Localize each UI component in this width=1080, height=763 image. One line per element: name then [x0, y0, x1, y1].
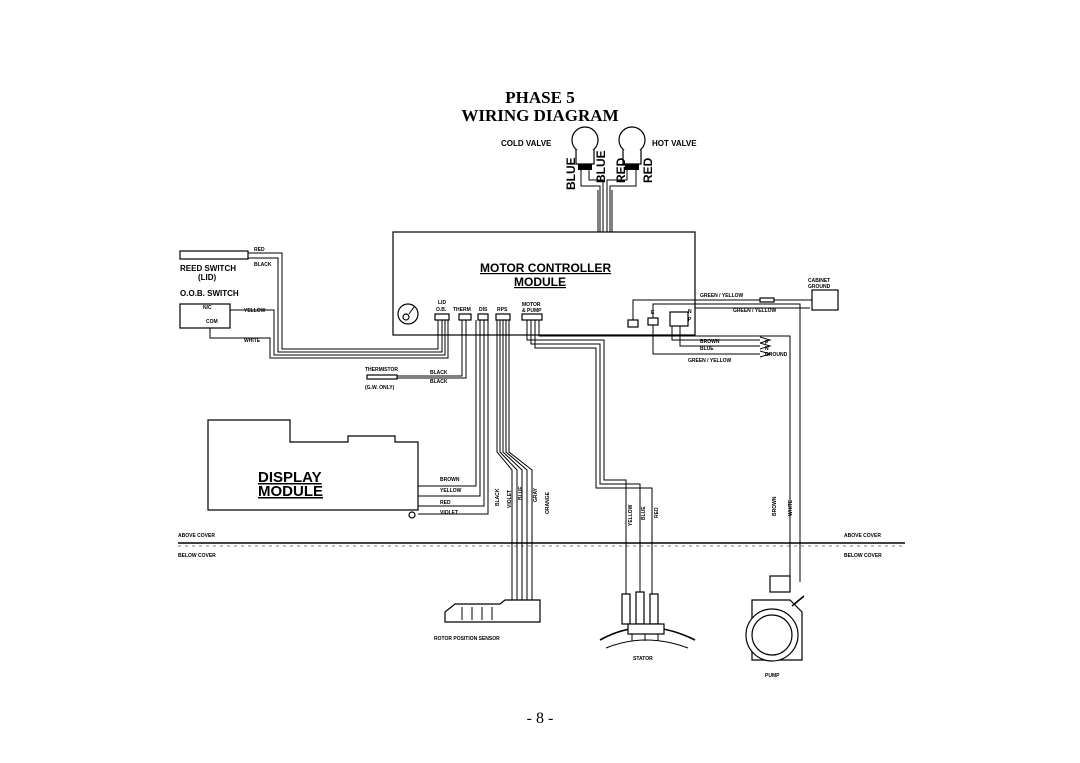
pump-label: PUMP [765, 673, 780, 679]
display-yellow-label: YELLOW [440, 488, 462, 494]
oob-switch-label: O.O.B. SWITCH [180, 289, 239, 298]
display-brown-label: BROWN [440, 477, 460, 483]
gy-label-1: GREEN / YELLOW [700, 293, 744, 299]
thermistor-black-label-2: BLACK [430, 379, 448, 385]
reed-black-label: BLACK [254, 262, 272, 268]
plug-ground-label: GROUND [765, 352, 788, 358]
oob-switch [179, 303, 231, 329]
mcm-logo-icon [397, 303, 419, 325]
terminal-p-label: P [688, 317, 692, 323]
connector-dis-label: DIS [479, 307, 488, 313]
oob-com-label: COM [206, 319, 218, 325]
reed-red-label: RED [254, 247, 265, 253]
hot-valve-label: HOT VALVE [652, 139, 697, 148]
thermistor-black-label-1: BLACK [430, 370, 448, 376]
stator-wire-yellow: YELLOW [628, 504, 634, 526]
plug-n-label: N [765, 346, 769, 352]
stator-label: STATOR [633, 656, 653, 662]
pump-wire-white: WHITE [788, 499, 794, 516]
valve-wires [580, 170, 637, 232]
rps-wire-violet: VIOLET [507, 490, 513, 508]
power-wires [632, 297, 812, 582]
pump-wire-brown: BROWN [772, 496, 778, 516]
rps-wire-orange: ORANGE [545, 491, 551, 514]
diagram-title-line2: WIRING DIAGRAM [461, 106, 619, 125]
oob-switch-wires [209, 309, 449, 359]
display-wires [418, 320, 489, 515]
thermistor-wires [397, 320, 467, 379]
gy-label-3: GREEN / YELLOW [688, 358, 732, 364]
cabinet-label: CABINET [808, 278, 830, 284]
cover-line [178, 542, 905, 547]
display-red-label: RED [440, 500, 451, 506]
stator-wire-red: RED [654, 507, 660, 518]
below-cover-left: BELOW COVER [178, 553, 216, 559]
display-module-label-line1: DISPLAY [258, 469, 322, 486]
pump [745, 575, 805, 662]
connector-motor-label: MOTOR [522, 302, 541, 308]
rotor-position-sensor [444, 599, 541, 623]
stator [599, 591, 696, 649]
oob-nc-label: N/C [203, 305, 212, 311]
mcm-label-line2: MODULE [514, 275, 566, 289]
mcm-connectors [434, 311, 689, 328]
connector-rps-label: RPS [497, 307, 508, 313]
thermistor [366, 374, 398, 380]
power-brown-label: BROWN [700, 339, 720, 345]
gy-label-2: GREEN / YELLOW [733, 308, 777, 314]
stator-wire-blue: BLUE [641, 506, 647, 520]
cold-valve [571, 126, 599, 170]
display-violet-label: VIOLET [440, 510, 458, 516]
connector-ob-label: O.B. [436, 307, 447, 313]
above-cover-right: ABOVE COVER [844, 533, 881, 539]
thermistor-gw-label: (G.W. ONLY) [365, 385, 395, 391]
thermistor-label: THERMISTOR [365, 367, 398, 373]
power-blue-label: BLUE [700, 346, 714, 352]
terminal-n-label: N [688, 309, 692, 315]
oob-yellow-label: YELLOW [244, 308, 266, 314]
cabinet-ground-terminal [811, 289, 839, 311]
diagram-title-line1: PHASE 5 [505, 88, 575, 107]
reed-switch-label: REED SWITCH [180, 264, 236, 273]
rps-wire-blue: BLUE [518, 486, 524, 500]
motor-wires [526, 320, 791, 620]
above-cover-left: ABOVE COVER [178, 533, 215, 539]
rps-wire-black: BLACK [495, 488, 501, 506]
plug-p-label: P [765, 340, 769, 346]
display-module-label-line2: MODULE [258, 483, 323, 500]
below-cover-right: BELOW COVER [844, 553, 882, 559]
valve-wire-blue-2: BLUE [594, 150, 608, 183]
motor-controller-module [392, 231, 696, 336]
hot-valve [618, 126, 646, 170]
display-module [207, 419, 419, 519]
valve-wire-blue-1: BLUE [564, 157, 578, 190]
rotor-position-sensor-label: ROTOR POSITION SENSOR [434, 636, 500, 642]
reed-switch [179, 250, 249, 260]
reed-switch-lid-label: (LID) [198, 273, 217, 282]
cabinet-ground-label: GROUND [808, 284, 831, 290]
reed-switch-wires [248, 252, 443, 353]
oob-white-label: WHITE [244, 338, 261, 344]
connector-lid-label: LID [438, 300, 446, 306]
connector-therm-label: THERM [453, 307, 471, 313]
cold-valve-label: COLD VALVE [501, 139, 552, 148]
rps-wires [496, 320, 533, 612]
valve-wire-red-1: RED [614, 157, 628, 183]
rps-wire-gray: GRAY [533, 487, 539, 502]
page-number: - 8 - [526, 710, 554, 727]
connector-pump-label: & PUMP [522, 308, 542, 314]
mcm-label-line1: MOTOR CONTROLLER [480, 261, 611, 275]
valve-wire-red-2: RED [641, 157, 655, 183]
